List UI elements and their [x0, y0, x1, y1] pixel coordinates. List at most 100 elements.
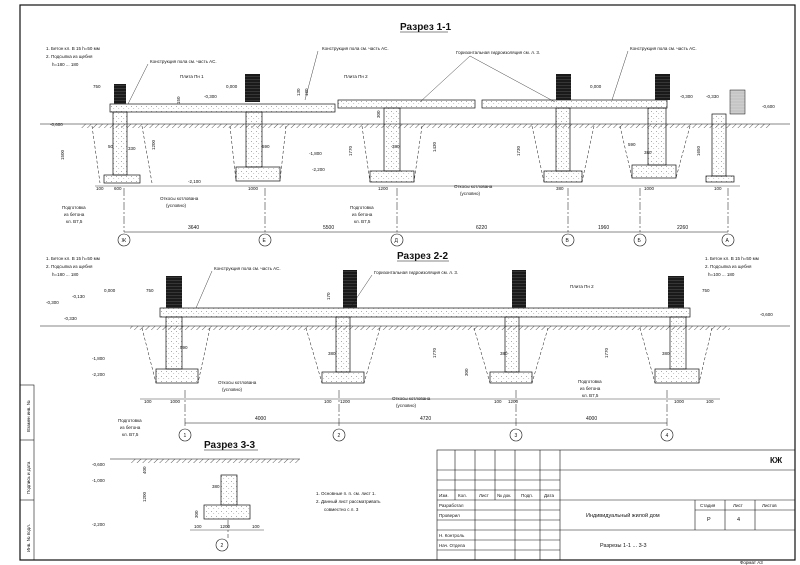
s1-footing-a — [705, 175, 735, 183]
svg-text:Лист: Лист — [733, 503, 743, 508]
svg-text:-0,600: -0,600 — [92, 462, 105, 467]
s2-wall-left — [166, 276, 182, 308]
s1-level-2100: -2,100 — [188, 179, 201, 184]
svg-text:100: 100 — [706, 399, 714, 404]
s1-level-0: 0,000 — [226, 84, 238, 89]
svg-text:300: 300 — [376, 110, 381, 118]
svg-text:-0,300: -0,300 — [46, 300, 59, 305]
svg-text:2. Подсыпка из щебня: 2. Подсыпка из щебня — [46, 264, 93, 269]
s1-note-2: 2. Подсыпка из щебня — [46, 54, 93, 59]
svg-text:1000: 1000 — [644, 186, 655, 191]
svg-text:380: 380 — [662, 351, 670, 356]
title-code: КЖ — [770, 456, 783, 465]
svg-text:100: 100 — [144, 399, 152, 404]
svg-text:180: 180 — [304, 88, 309, 96]
stamp-sign: Подпись и дата — [26, 461, 31, 494]
svg-text:380: 380 — [644, 150, 652, 155]
side-stamp — [19, 384, 35, 561]
svg-text:380: 380 — [500, 351, 508, 356]
svg-text:590: 590 — [628, 142, 636, 147]
stage-value: Р — [707, 517, 711, 523]
sheet-title: Разрезы 1-1 ... 3-3 — [600, 543, 647, 549]
svg-text:130: 130 — [296, 88, 301, 96]
svg-text:(условно): (условно) — [460, 191, 481, 196]
s3-axis: 2 — [221, 543, 224, 549]
svg-text:Откосы котлована: Откосы котлована — [218, 380, 257, 385]
s1-level-0300: -0,300 — [204, 94, 217, 99]
svg-text:Листов: Листов — [762, 503, 777, 508]
s1-slab-left — [109, 103, 336, 113]
svg-text:-2,200: -2,200 — [92, 522, 105, 527]
svg-text:1730: 1730 — [516, 145, 521, 156]
svg-text:1430: 1430 — [432, 141, 437, 152]
svg-text:1200: 1200 — [151, 139, 156, 150]
s2-dim-4720: 4720 — [420, 416, 431, 422]
svg-text:380: 380 — [328, 351, 336, 356]
s1-dim-5500: 5500 — [323, 225, 334, 231]
s2-slab-label: Плита Пн 2 — [570, 284, 594, 289]
section-3-3: Разрез 3-3 2 -0,600 -1,000 -2,200 400 12… — [92, 440, 381, 552]
svg-text:Подготовка: Подготовка — [350, 205, 374, 210]
s1-axis-d: Д — [395, 238, 399, 244]
s2-axis-4: 4 — [666, 433, 669, 439]
s1-wall-b — [655, 74, 670, 100]
svg-text:750: 750 — [702, 288, 710, 293]
svg-text:170: 170 — [326, 292, 331, 300]
s2-slab — [159, 307, 691, 318]
svg-text:кл. В7,5: кл. В7,5 — [354, 219, 371, 224]
svg-text:1200: 1200 — [220, 524, 231, 529]
sheet-value: 4 — [737, 517, 740, 523]
s1-floor-right: Конструкция пола см. часть АС. — [630, 46, 697, 51]
svg-text:-0,130: -0,130 — [72, 294, 85, 299]
s1-note-3: h=180 ... 180 — [52, 62, 79, 67]
s1-dim-2260: 2260 — [677, 225, 688, 231]
s2-dim-4000a: 4000 — [255, 416, 266, 422]
s1-footing-v — [543, 170, 583, 183]
s1-level-0600: -0,600 — [50, 122, 63, 127]
stamp-inv: Инв. № подл. — [26, 524, 31, 552]
s2-wall-3 — [512, 270, 526, 308]
s1-dim-600: 600 — [114, 186, 122, 191]
svg-text:100: 100 — [194, 524, 202, 529]
svg-text:100: 100 — [96, 186, 104, 191]
svg-text:300: 300 — [194, 510, 199, 518]
role-head: Нач. Отдела — [439, 543, 466, 548]
svg-text:из бетона: из бетона — [64, 212, 85, 217]
role-checker: Проверил — [439, 513, 460, 518]
s1-axis-zh: Ж — [122, 238, 127, 244]
svg-text:кл. В7,5: кл. В7,5 — [582, 393, 599, 398]
s1-stem-d — [383, 107, 401, 172]
s1-footing-zh — [103, 174, 141, 184]
s1-waterproof: Горизонтальная гидроизоляция см. л. 3. — [456, 50, 540, 55]
s1-level-2200: -2,200 — [312, 167, 325, 172]
svg-text:1650: 1650 — [696, 145, 701, 156]
svg-text:№ док.: № док. — [497, 493, 511, 498]
s2-axis-2: 2 — [338, 433, 341, 439]
svg-text:1200: 1200 — [142, 491, 147, 502]
s3-footing — [203, 504, 251, 520]
svg-text:1000: 1000 — [170, 399, 181, 404]
svg-text:Подп.: Подп. — [521, 493, 533, 498]
s1-dim-1200: 1200 — [378, 186, 389, 191]
svg-text:380: 380 — [212, 484, 220, 489]
svg-text:(условно): (условно) — [166, 203, 187, 208]
s1-ground — [80, 124, 770, 128]
svg-text:750: 750 — [146, 288, 154, 293]
s1-stem-zh — [112, 111, 128, 176]
svg-text:400: 400 — [142, 466, 147, 474]
s2-floor: Конструкция пола см. часть АС. — [214, 266, 281, 271]
project-name: Индивидуальный жилой дом — [586, 512, 660, 519]
svg-text:1. Бетон кл. В 15 h=50 мм: 1. Бетон кл. В 15 h=50 мм — [46, 256, 100, 261]
svg-text:590: 590 — [180, 345, 188, 350]
s2-dim-4000b: 4000 — [586, 416, 597, 422]
svg-text:2. Подсыпка из щебня: 2. Подсыпка из щебня — [705, 264, 752, 269]
svg-text:кл. В7,5: кл. В7,5 — [66, 219, 83, 224]
s1-wall-zh — [114, 84, 126, 104]
s1-stem-a — [711, 113, 727, 177]
svg-text:(условно): (условно) — [222, 387, 243, 392]
role-norm: Н. Контроль — [439, 533, 465, 538]
s1-axis-e: Е — [263, 238, 267, 244]
s1-slab-2: Плита Пн 2 — [344, 74, 368, 79]
